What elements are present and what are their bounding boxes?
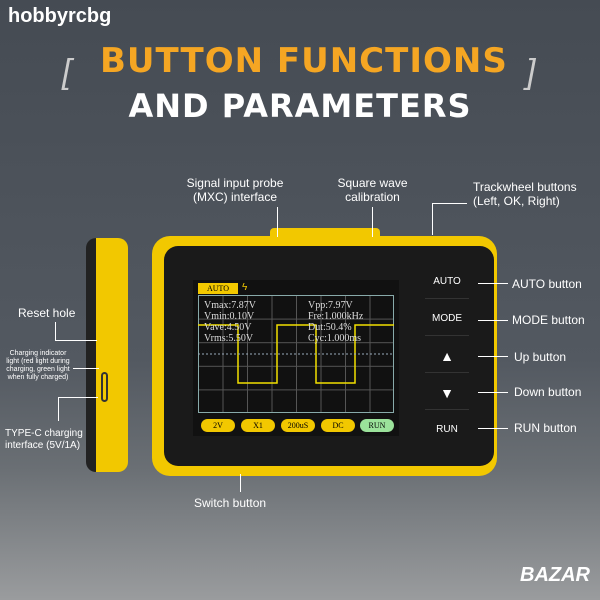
leader-line xyxy=(58,397,98,398)
label-charging-indicator: Charging indicator light (red light duri… xyxy=(6,350,70,381)
pill-timebase: 200uS xyxy=(281,419,315,432)
leader-line xyxy=(58,397,59,421)
waveform xyxy=(198,324,394,384)
title-line-2: AND PARAMETERS xyxy=(128,87,472,125)
leader-line xyxy=(478,356,508,357)
leader-line xyxy=(73,368,99,369)
label-mode: MODE button xyxy=(512,313,585,327)
leader-line xyxy=(240,474,241,492)
leader-line xyxy=(478,320,508,321)
leader-line xyxy=(478,283,508,284)
leader-line xyxy=(277,207,278,237)
down-button[interactable]: ▼ xyxy=(425,376,469,410)
label-reset-hole: Reset hole xyxy=(18,306,76,320)
bracket-right: ] xyxy=(526,53,536,91)
leader-line xyxy=(372,207,373,237)
pill-volts: 2V xyxy=(201,419,235,432)
trigger-icon: ϟ xyxy=(242,282,248,293)
leader-line xyxy=(478,392,508,393)
label-up: Up button xyxy=(514,350,567,364)
top-ports xyxy=(270,228,380,242)
leader-line xyxy=(478,428,508,429)
up-button[interactable]: ▲ xyxy=(425,339,469,373)
label-auto: AUTO button xyxy=(512,277,582,291)
label-square-wave: Square wave calibration xyxy=(337,176,408,204)
leader-line xyxy=(432,203,467,204)
side-view-device xyxy=(86,238,128,472)
mode-badge: AUTO xyxy=(198,283,238,294)
bracket-left: [ xyxy=(62,53,72,91)
pill-probe: X1 xyxy=(241,419,275,432)
label-down: Down button xyxy=(514,385,582,399)
title-line-1: BUTTON FUNCTIONS xyxy=(100,41,508,81)
mode-button[interactable]: MODE xyxy=(425,302,469,336)
label-typec: TYPE-C charging interface (5V/1A) xyxy=(5,428,83,451)
leader-line xyxy=(55,340,97,341)
usb-c-port xyxy=(101,372,108,402)
label-switch: Switch button xyxy=(194,496,267,510)
watermark: hobbyrcbg xyxy=(8,5,112,27)
label-probe: Signal input probe (MXC) interface xyxy=(186,176,284,204)
label-trackwheel: Trackwheel buttons (Left, OK, Right) xyxy=(473,180,577,208)
pill-run: RUN xyxy=(360,419,394,432)
leader-line xyxy=(55,322,56,340)
run-button[interactable]: RUN xyxy=(436,424,458,435)
auto-button[interactable]: AUTO xyxy=(425,265,469,299)
label-run: RUN button xyxy=(514,421,577,435)
logo: BAZAR xyxy=(520,564,590,586)
pill-coupling: DC xyxy=(321,419,355,432)
leader-line xyxy=(432,203,433,235)
